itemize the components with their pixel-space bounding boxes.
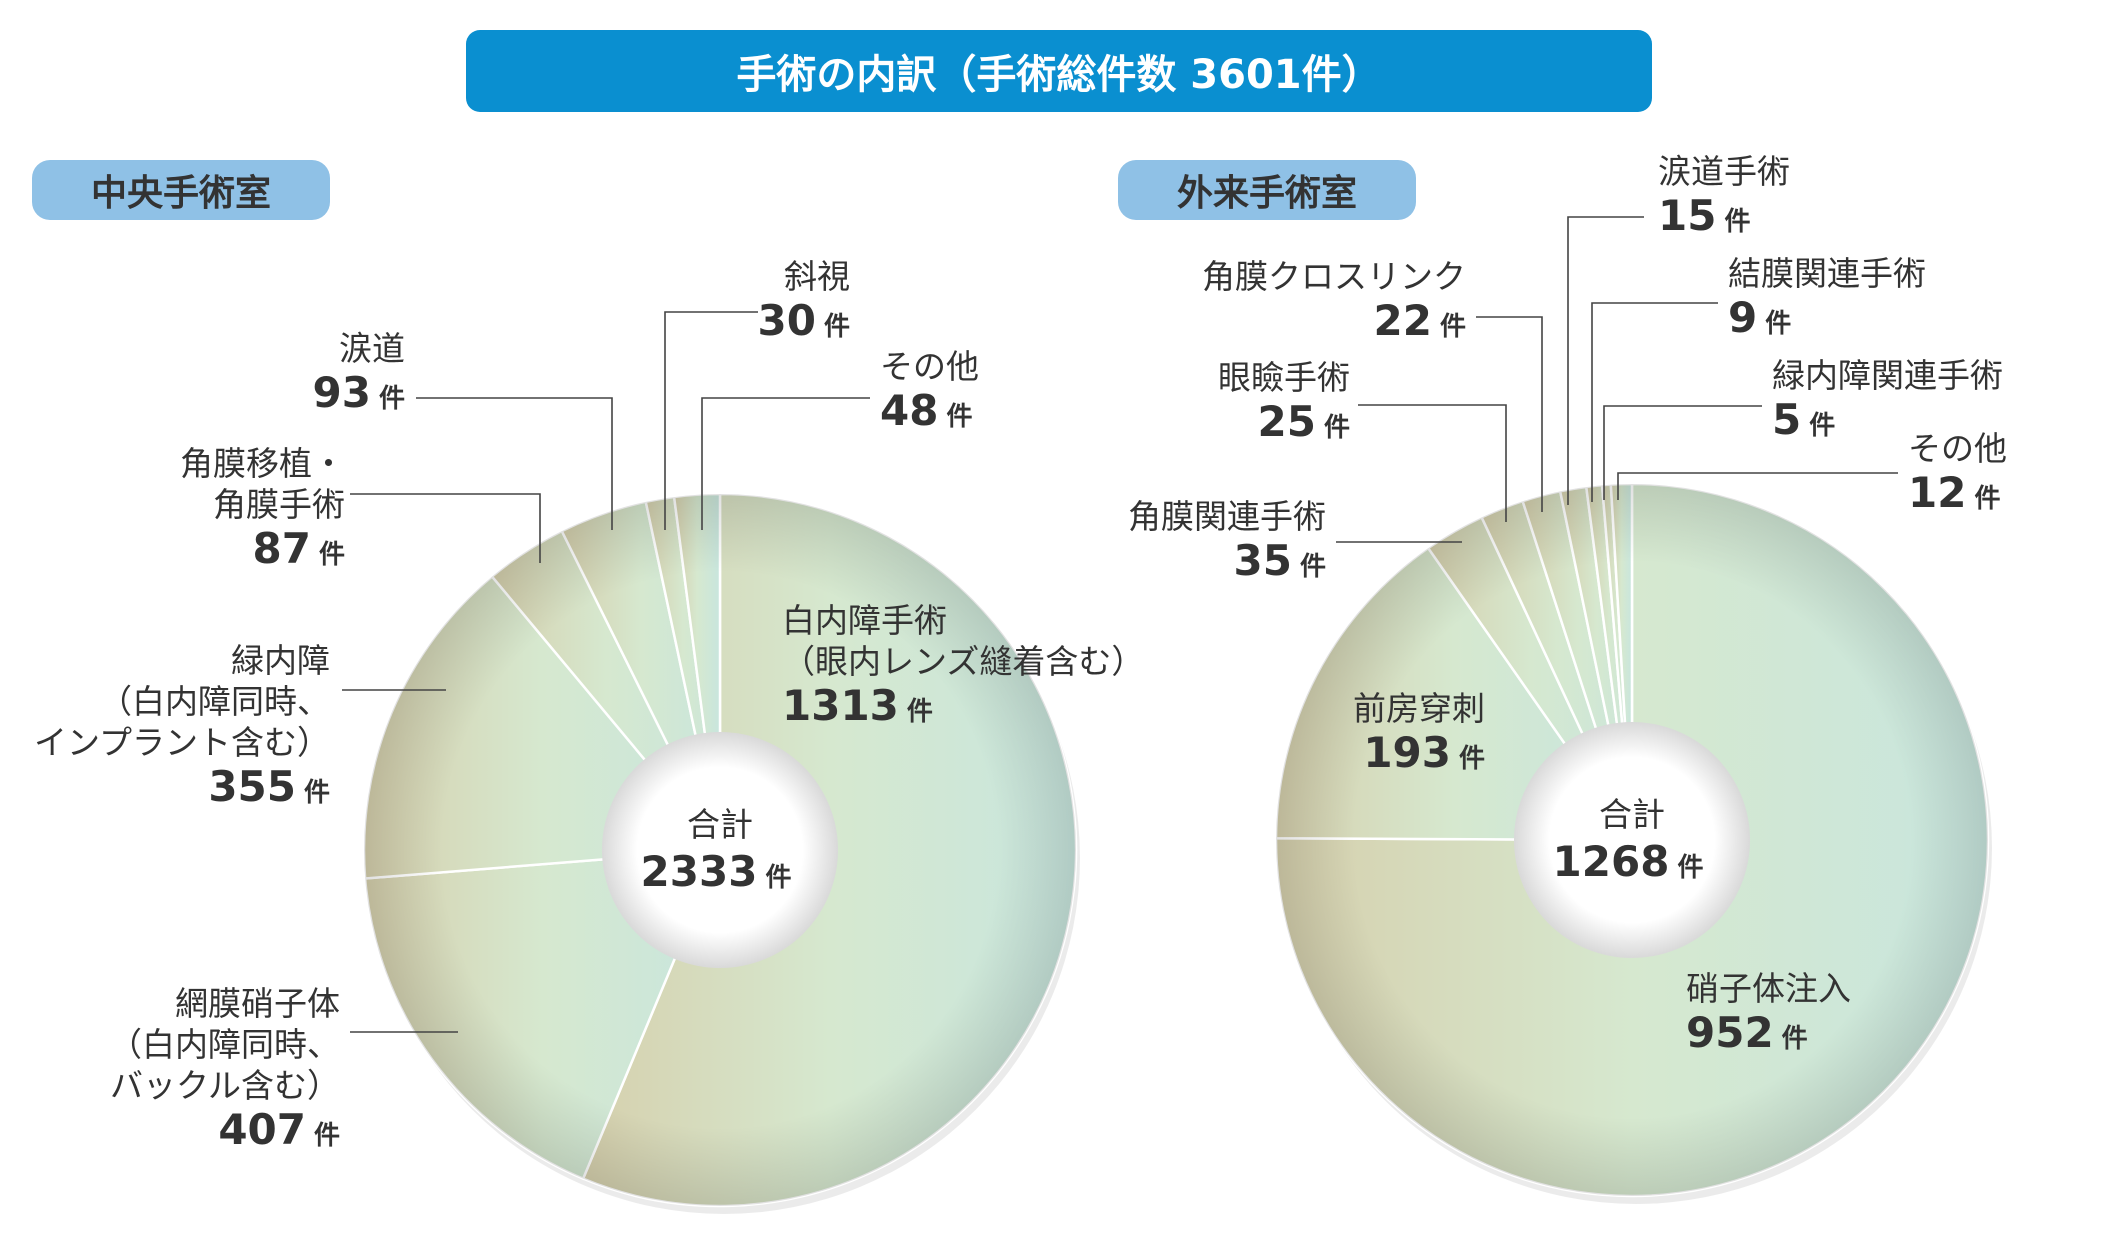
leader-line bbox=[1617, 472, 1898, 500]
total-label: 合計 bbox=[1599, 795, 1665, 834]
leader-line bbox=[1567, 216, 1644, 505]
outpatient-or-heading: 外来手術室 bbox=[1118, 160, 1416, 220]
chart-title-banner: 手術の内訳（手術総件数 3601件） bbox=[466, 30, 1652, 112]
slice-label: 涙道手術 bbox=[1658, 152, 1790, 191]
leader-line bbox=[1476, 316, 1543, 512]
slice-label: その他 bbox=[880, 347, 979, 386]
slice-label: 角膜移植・ bbox=[180, 444, 345, 483]
leader-line bbox=[664, 311, 758, 530]
slice-label: 涙道 bbox=[339, 329, 405, 368]
donut-hole bbox=[602, 732, 838, 968]
central-or-heading: 中央手術室 bbox=[32, 160, 330, 220]
slice-label: 白内障手術 bbox=[782, 601, 947, 640]
leader-line bbox=[1603, 405, 1762, 500]
slice-label: （眼内レンズ縫着含む） bbox=[782, 642, 1144, 681]
leader-line bbox=[350, 493, 541, 563]
slice-label: （白内障同時、 bbox=[99, 682, 330, 721]
slice-label: 斜視 bbox=[784, 257, 850, 296]
leader-line bbox=[701, 397, 870, 530]
slice-label: 結膜関連手術 bbox=[1728, 254, 1926, 293]
slice-label: その他 bbox=[1908, 429, 2007, 468]
slice-label: 前房穿刺 bbox=[1353, 689, 1485, 728]
slice-label: 角膜関連手術 bbox=[1128, 497, 1326, 536]
slice-label: バックル含む） bbox=[110, 1066, 340, 1105]
slice-label: 眼瞼手術 bbox=[1218, 358, 1350, 397]
leader-line bbox=[1358, 404, 1507, 522]
slice-label: 硝子体注入 bbox=[1686, 969, 1851, 1008]
donut-hole bbox=[1514, 722, 1750, 958]
slice-label: インプラント含む） bbox=[34, 723, 330, 762]
slice-label: （白内障同時、 bbox=[109, 1025, 340, 1064]
slice-label: 緑内障関連手術 bbox=[1772, 356, 2003, 395]
leader-line bbox=[416, 397, 613, 530]
leader-line bbox=[1591, 302, 1718, 502]
slice-label: 緑内障 bbox=[231, 641, 330, 680]
slice-label: 角膜手術 bbox=[213, 485, 345, 524]
slice-label: 角膜クロスリンク bbox=[1202, 257, 1466, 296]
slice-label: 網膜硝子体 bbox=[175, 984, 340, 1023]
total-label: 合計 bbox=[687, 805, 753, 844]
